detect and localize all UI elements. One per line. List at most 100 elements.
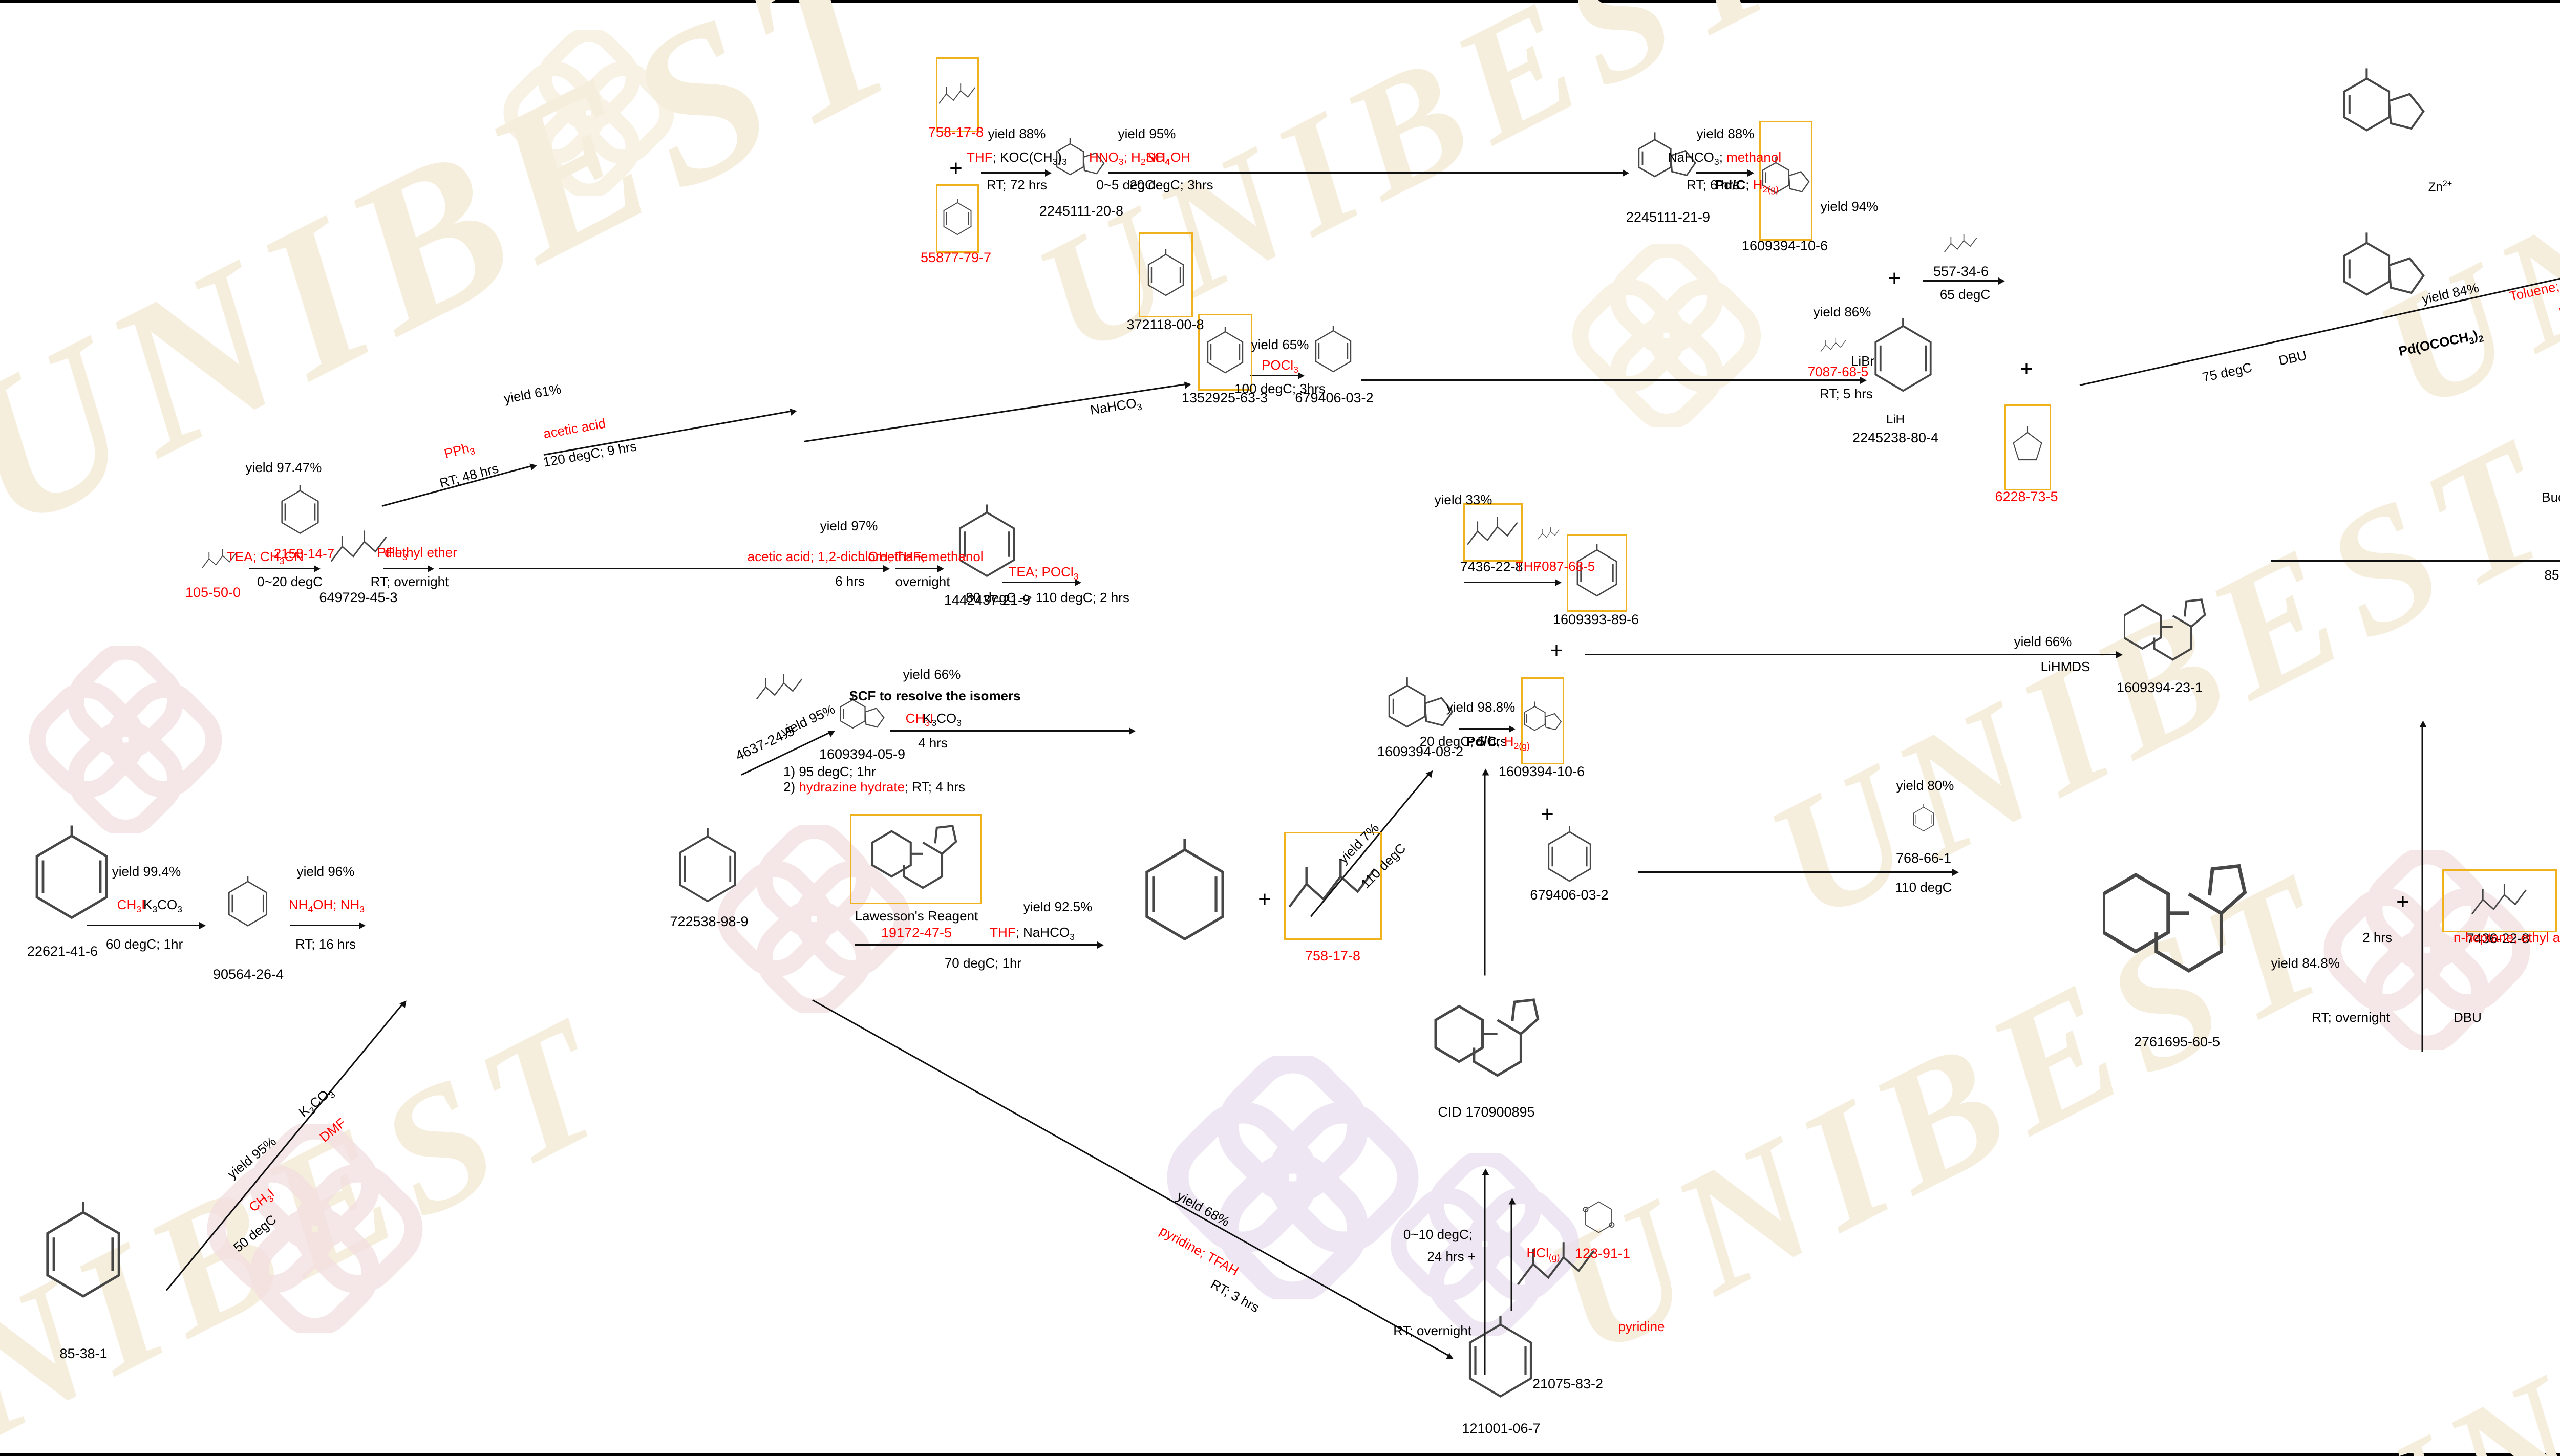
- cas-label: 21075-83-2: [1532, 1376, 1604, 1391]
- condition-fragment: methanol: [1726, 149, 1782, 165]
- reaction-arrow: [895, 565, 944, 572]
- condition-fragment: ; KOC(CH3)3: [992, 149, 1067, 167]
- plus-sign: +: [1550, 638, 1563, 663]
- yield-label: yield 96%: [296, 864, 355, 879]
- reaction-arrow: [1638, 869, 1959, 876]
- cas-label: 1609394-10-6: [1741, 238, 1828, 253]
- compound-1442437-21-9: [947, 499, 1027, 590]
- condition-label: HCl(g): [1526, 1245, 1560, 1263]
- molecule-structure-icon: [2103, 822, 2251, 1022]
- molecule-structure-icon: [1514, 1198, 1599, 1334]
- compound-679406-03-2: [1308, 315, 1359, 387]
- yield-label: yield 95%: [1118, 126, 1176, 141]
- compound-19172-47-5: [850, 814, 982, 904]
- condition-fragment: ; NaHCO3: [1015, 925, 1075, 943]
- condition-label: LiH: [1886, 413, 1905, 426]
- compound-758-17-8: [1284, 832, 1382, 940]
- condition-label: RT; overnight: [370, 574, 449, 589]
- yield-label: yield 33%: [1434, 492, 1492, 507]
- condition-label: Pd/C; H2(g): [1293, 734, 1703, 754]
- reaction-arrow: [1696, 169, 1754, 177]
- condition-label: Lawesson's Reagent: [855, 908, 978, 924]
- condition-fragment: H2(g): [1504, 734, 1530, 752]
- cas-label: 768-66-1: [1895, 850, 1952, 866]
- molecule-structure-icon: [937, 186, 977, 251]
- yield-label: yield 76%: [2421, 467, 2560, 482]
- cas-label: 6228-73-5: [1995, 489, 2058, 504]
- compound-1609394-10-6: [1521, 677, 1564, 764]
- watermark-knot-logo: [1559, 241, 1774, 430]
- condition-label: RT; 6 hrs: [1687, 177, 1740, 192]
- cas-label: 7436-22-8: [1460, 559, 1523, 574]
- condition-label: POCl3: [1262, 357, 1298, 375]
- cas-label: 85-38-1: [59, 1346, 108, 1361]
- cas-label: 2761695-60-5: [2134, 1034, 2221, 1050]
- yield-label: yield 65%: [1251, 337, 1309, 352]
- cas-label: 758-17-8: [1305, 948, 1361, 963]
- cas-label: 2245111-21-9: [1626, 209, 1711, 225]
- molecule-structure-icon: [947, 499, 1027, 590]
- condition-fragment: THF: [990, 925, 1016, 940]
- cas-label: 2245238-80-4: [1852, 430, 1939, 445]
- watermark-knot-logo: [15, 643, 236, 837]
- condition-label: 2158-14-7: [273, 546, 335, 561]
- compound-2245111-20-8: [1055, 122, 1106, 203]
- condition-label: LiHMDS: [2040, 659, 2090, 674]
- condition-label: RT; 5 hrs: [1820, 386, 1873, 401]
- molecule-structure-icon: [1636, 113, 1698, 211]
- compound-123-91-1: [1580, 1193, 1618, 1241]
- molecule-structure-icon: [1386, 676, 1455, 745]
- condition-fragment: H2(g): [1753, 177, 1779, 195]
- compound-structure: [2341, 49, 2427, 170]
- condition-label: RT; overnight: [2312, 1010, 2390, 1025]
- molecule-structure-icon: [1568, 536, 1626, 610]
- condition-fragment: ;: [1745, 177, 1753, 192]
- watermark-knot-logo: [1377, 1149, 1592, 1339]
- condition-label: 60 degC; 1hr: [105, 936, 183, 952]
- condition-label: 4 hrs: [918, 735, 948, 751]
- condition-label: DBU: [2454, 1010, 2482, 1025]
- molecule-structure-icon: [1909, 798, 1938, 841]
- condition-label: 0~20 degC: [257, 574, 323, 589]
- condition-label: acetic acid; 1,2-dichloroethane: [747, 549, 928, 564]
- molecule-structure-icon: [1530, 826, 1609, 887]
- molecule-structure-icon: [1200, 315, 1251, 389]
- cas-label: 758-17-8: [928, 124, 984, 140]
- condition-label: K3CO3: [143, 897, 183, 915]
- condition-label: RT; 72 hrs: [986, 177, 1047, 192]
- compound-2245111-21-9: [1636, 113, 1698, 211]
- reaction-arrow: [1108, 169, 1629, 177]
- cas-label: 679406-03-2: [1295, 390, 1374, 405]
- yield-label: yield 91%: [2288, 386, 2560, 400]
- compound-121001-06-7: [1456, 1308, 1545, 1413]
- molecule-structure-icon: [665, 828, 751, 909]
- reaction-arrow: [981, 169, 1052, 177]
- condition-label: 65 degC: [1939, 287, 1991, 302]
- condition-label: NH4OH: [1146, 149, 1191, 167]
- yield-label: yield 84.8%: [2271, 955, 2340, 971]
- condition-label: n-heptane; ethyl acetate: [2454, 930, 2560, 945]
- reaction-arrow: [1923, 277, 2005, 285]
- reaction-arrow: [1250, 372, 1305, 379]
- condition-label: HNO3; H2SO4: [1089, 149, 1170, 167]
- condition-label: 65 degC: [2289, 413, 2560, 428]
- compound-6228-73-5: [2004, 404, 2051, 490]
- cas-label: 2245111-20-8: [1039, 203, 1124, 219]
- condition-label: 100 degC; 3hrs: [1234, 381, 1326, 396]
- compound-2245238-80-4: [1863, 305, 1944, 412]
- condition-label: Zn2+: [2508, 232, 2560, 250]
- molecule-structure-icon: [2444, 871, 2555, 931]
- compound-679406-03-2: [1530, 826, 1609, 887]
- cas-label: 1442437-21-9: [944, 592, 1031, 608]
- molecule-structure-icon: [839, 683, 886, 750]
- compound-structure: [1820, 317, 1847, 374]
- molecule-structure-icon: [1761, 122, 1811, 239]
- molecule-structure-icon: [31, 1175, 136, 1334]
- yield-label: yield 99.4%: [112, 864, 181, 879]
- cas-label: 105-50-0: [185, 585, 241, 600]
- compound-557-34-6: [1935, 226, 1987, 262]
- reaction-arrow: [1361, 377, 1867, 384]
- molecule-structure-icon: [2341, 49, 2427, 170]
- compound-cid-170900895: [1376, 987, 1602, 1094]
- condition-label: THF; KOC(CH3)3: [812, 150, 1222, 169]
